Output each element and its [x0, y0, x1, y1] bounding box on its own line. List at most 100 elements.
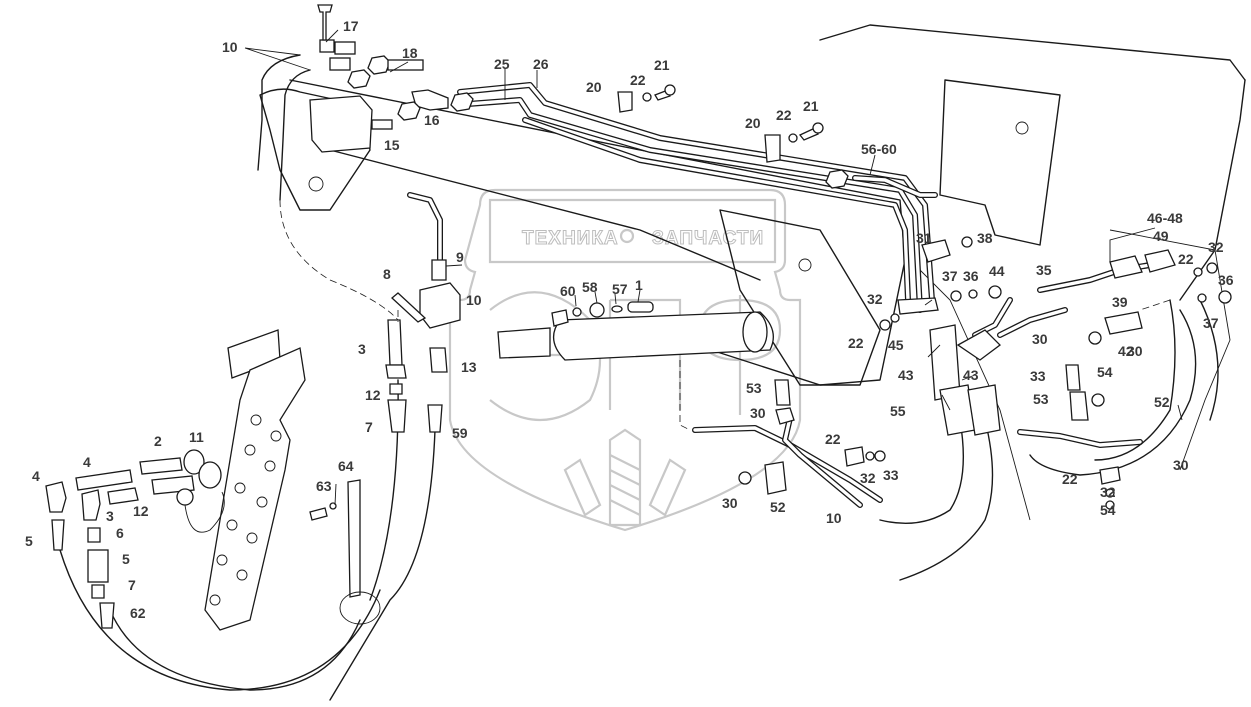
- callout-22: 32: [860, 470, 876, 486]
- bracket-hole: [234, 482, 246, 494]
- tube-57: [627, 301, 654, 313]
- elbow-4a: [45, 481, 67, 513]
- bracket-hole: [209, 594, 221, 606]
- pipe-10-upper: [407, 192, 443, 263]
- callout-17: 17: [343, 18, 359, 34]
- hose-end-12b: [51, 519, 65, 551]
- cylinder-end-cap: [742, 311, 768, 353]
- bracket-plate: [204, 347, 306, 631]
- callout-2: 11: [189, 429, 204, 445]
- hose-loop-right: [329, 429, 436, 701]
- washer-22e: [865, 451, 875, 461]
- fitting-18a: [334, 41, 356, 55]
- frame-pivot-block: [259, 88, 371, 211]
- washer-37a: [968, 289, 978, 299]
- bracket-hole: [256, 496, 268, 508]
- tube-11: [75, 469, 133, 491]
- bolt-33a: [1088, 331, 1102, 345]
- callout-30: 31: [916, 230, 932, 246]
- callouts: 17 10 18 16 15 25 26 20 22 21 20 22 21 5…: [25, 18, 1234, 621]
- callout-56-60: 56-60: [861, 141, 897, 157]
- strap-loop: [339, 591, 381, 625]
- bracket-hole: [244, 444, 256, 456]
- hose-end-12: [387, 399, 407, 433]
- coupler-2a: [183, 449, 205, 475]
- clamp-20b: [764, 134, 781, 163]
- callout-16: 16: [424, 112, 440, 128]
- watermark-wheat-left: [563, 458, 602, 517]
- coupler-1a: [139, 457, 183, 475]
- clamp-20a: [617, 91, 633, 113]
- callout-33: 54: [1097, 364, 1113, 380]
- callout-31: 38: [977, 230, 993, 246]
- callout-30: 22: [825, 431, 841, 447]
- pivot-hole: [308, 176, 324, 192]
- nut-18b: [347, 69, 371, 89]
- fitting-54b: [1069, 391, 1089, 421]
- washer-22b: [788, 133, 798, 143]
- callout-49: 49: [1153, 228, 1169, 244]
- fitting-5a: [87, 527, 101, 543]
- callout-10: 9: [456, 249, 464, 265]
- nut-32c: [874, 450, 886, 462]
- callout-4: 3: [106, 508, 114, 524]
- callout-32: 22: [848, 335, 864, 351]
- bolt-31: [961, 236, 973, 248]
- callout-36: 36: [1218, 272, 1234, 288]
- hoses: [59, 54, 1219, 701]
- fitting-5b: [91, 584, 105, 599]
- callout-42: 43: [898, 367, 914, 383]
- bracket-hole: [270, 430, 282, 442]
- callout-22: 22: [630, 72, 646, 88]
- callout-10: 3: [358, 341, 366, 357]
- callout-43: 43: [963, 367, 979, 383]
- callout-15: 15: [384, 137, 400, 153]
- frame-arm-lower: [329, 149, 761, 281]
- bracket-hole: [216, 554, 228, 566]
- watermark-text-right: ЗАПЧАСТИ: [652, 228, 764, 249]
- callout-62: 64: [338, 458, 354, 474]
- handle-9: [391, 292, 427, 323]
- callout-46-48: 46-48: [1147, 210, 1183, 226]
- fittings: [317, 4, 1232, 510]
- fitting-18b: [329, 57, 351, 71]
- callout-43: 55: [890, 403, 906, 419]
- callout-32: 32: [1208, 239, 1224, 255]
- callout-3: 12: [133, 503, 149, 519]
- fitting-10-lower: [387, 319, 403, 366]
- dust-cap: [176, 488, 194, 506]
- callout-30: 52: [770, 499, 786, 515]
- bracket-hole: [264, 460, 276, 472]
- nut-32b: [879, 319, 891, 331]
- clamp-30c: [764, 461, 787, 495]
- callout-7: 62: [130, 605, 146, 621]
- fitting-15: [371, 119, 393, 130]
- cap-chain: [184, 491, 225, 533]
- callout-39: 39: [1112, 294, 1128, 310]
- bolt-36a-right: [1218, 290, 1232, 304]
- nut-32d: [1105, 500, 1115, 510]
- union-43a: [956, 329, 1001, 361]
- callout-25: 25: [494, 56, 510, 72]
- fitting-46-48: [1109, 255, 1143, 279]
- hose-10-right: [279, 69, 311, 201]
- callout-11: 4: [83, 454, 91, 470]
- cylinder-barrel: [553, 311, 774, 361]
- callout-6: 5: [122, 551, 130, 567]
- washer-22c: [1193, 267, 1203, 277]
- callout-30: 30: [1127, 343, 1143, 359]
- hose-10-return: [279, 199, 399, 321]
- frame-bracket: [719, 209, 881, 386]
- cylinder-leader: [679, 360, 691, 431]
- callout-44: 35: [1036, 262, 1052, 278]
- callout-45: 30: [1032, 331, 1048, 347]
- callout-8: 10: [466, 292, 482, 308]
- hose-loop-mid: [109, 609, 361, 691]
- nut-32a: [1206, 262, 1218, 274]
- nut-18a: [367, 55, 391, 75]
- clamp-35: [897, 297, 939, 315]
- callout-54: 53: [746, 380, 762, 396]
- coupler-bracket: [45, 329, 306, 631]
- callout-58: 57: [612, 281, 628, 297]
